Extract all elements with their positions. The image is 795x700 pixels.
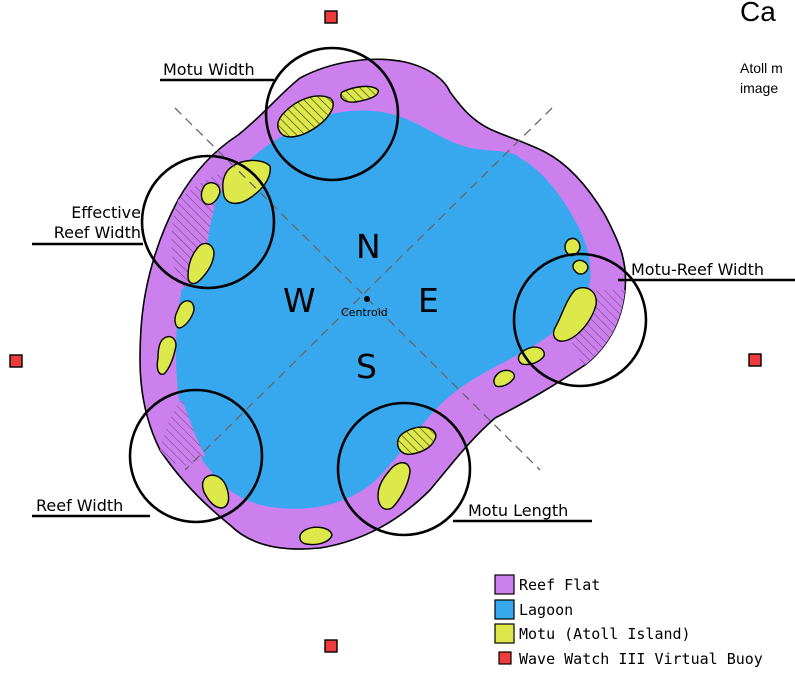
west-label: W <box>283 281 316 320</box>
legend-label-lagoon: Lagoon <box>519 601 573 619</box>
motu-island <box>156 335 177 375</box>
motu-island <box>187 242 215 285</box>
page-title: Ca <box>740 0 776 27</box>
legend-label-reef-flat: Reef Flat <box>519 576 600 594</box>
motu-island <box>200 182 221 206</box>
motu-island <box>174 300 195 329</box>
virtual-buoy-west <box>9 354 23 368</box>
legend-swatch-buoy <box>498 651 512 665</box>
legend: Reef Flat Lagoon Motu (Atoll Island) Wav… <box>494 574 763 668</box>
reef-width-hatch-sw <box>160 400 205 466</box>
legend-label-buoy: Wave Watch III Virtual Buoy <box>519 650 763 668</box>
motu-island <box>340 85 379 103</box>
page-description: Atoll m image <box>740 58 783 98</box>
motu-island <box>222 159 271 205</box>
description-line: image <box>740 80 779 96</box>
diagonal-axis-line <box>174 107 541 471</box>
legend-swatch-reef-flat <box>494 574 515 595</box>
north-label: N <box>356 227 381 266</box>
centroid-label: Centroid <box>341 306 388 319</box>
motu-length-label: Motu Length <box>468 501 568 520</box>
effective-reef-width-label-line2: Reef Width <box>54 223 141 242</box>
diagonal-axis-line <box>184 107 553 471</box>
buoy-markers <box>9 10 762 653</box>
virtual-buoy-east <box>748 353 762 367</box>
legend-swatch-motu <box>494 623 515 644</box>
motu-reef-width-circle <box>512 252 648 388</box>
lagoon-area <box>175 110 591 509</box>
motu-island <box>572 259 589 275</box>
motu-length-circle <box>336 401 472 537</box>
south-label: S <box>356 347 377 386</box>
measurement-circles <box>128 46 648 537</box>
effective-reef-width-circle <box>140 154 276 290</box>
motu-island <box>517 346 545 366</box>
virtual-buoy-north <box>324 10 338 24</box>
centroid-dot <box>364 296 370 302</box>
motu-group <box>156 85 597 546</box>
legend-label-motu: Motu (Atoll Island) <box>519 625 691 643</box>
motu-island <box>396 426 437 455</box>
motu-width-circle <box>264 46 400 182</box>
motu-island <box>299 526 333 546</box>
reef-width-label: Reef Width <box>36 496 123 515</box>
effective-reef-width-label-line1: Effective <box>71 203 141 222</box>
virtual-buoy-south <box>324 639 338 653</box>
legend-swatch-lagoon <box>494 599 515 620</box>
motu-island <box>201 474 230 509</box>
description-line: Atoll m <box>740 60 783 76</box>
motu-island <box>552 287 597 342</box>
motu-width-label: Motu Width <box>163 60 255 79</box>
motu-island <box>277 95 334 138</box>
east-label: E <box>418 281 439 320</box>
motu-island <box>377 462 411 510</box>
reef-width-circle <box>128 388 264 524</box>
motu-reef-width-label: Motu-Reef Width <box>631 260 764 279</box>
motu-island <box>493 369 515 388</box>
callout-lines <box>32 78 795 523</box>
